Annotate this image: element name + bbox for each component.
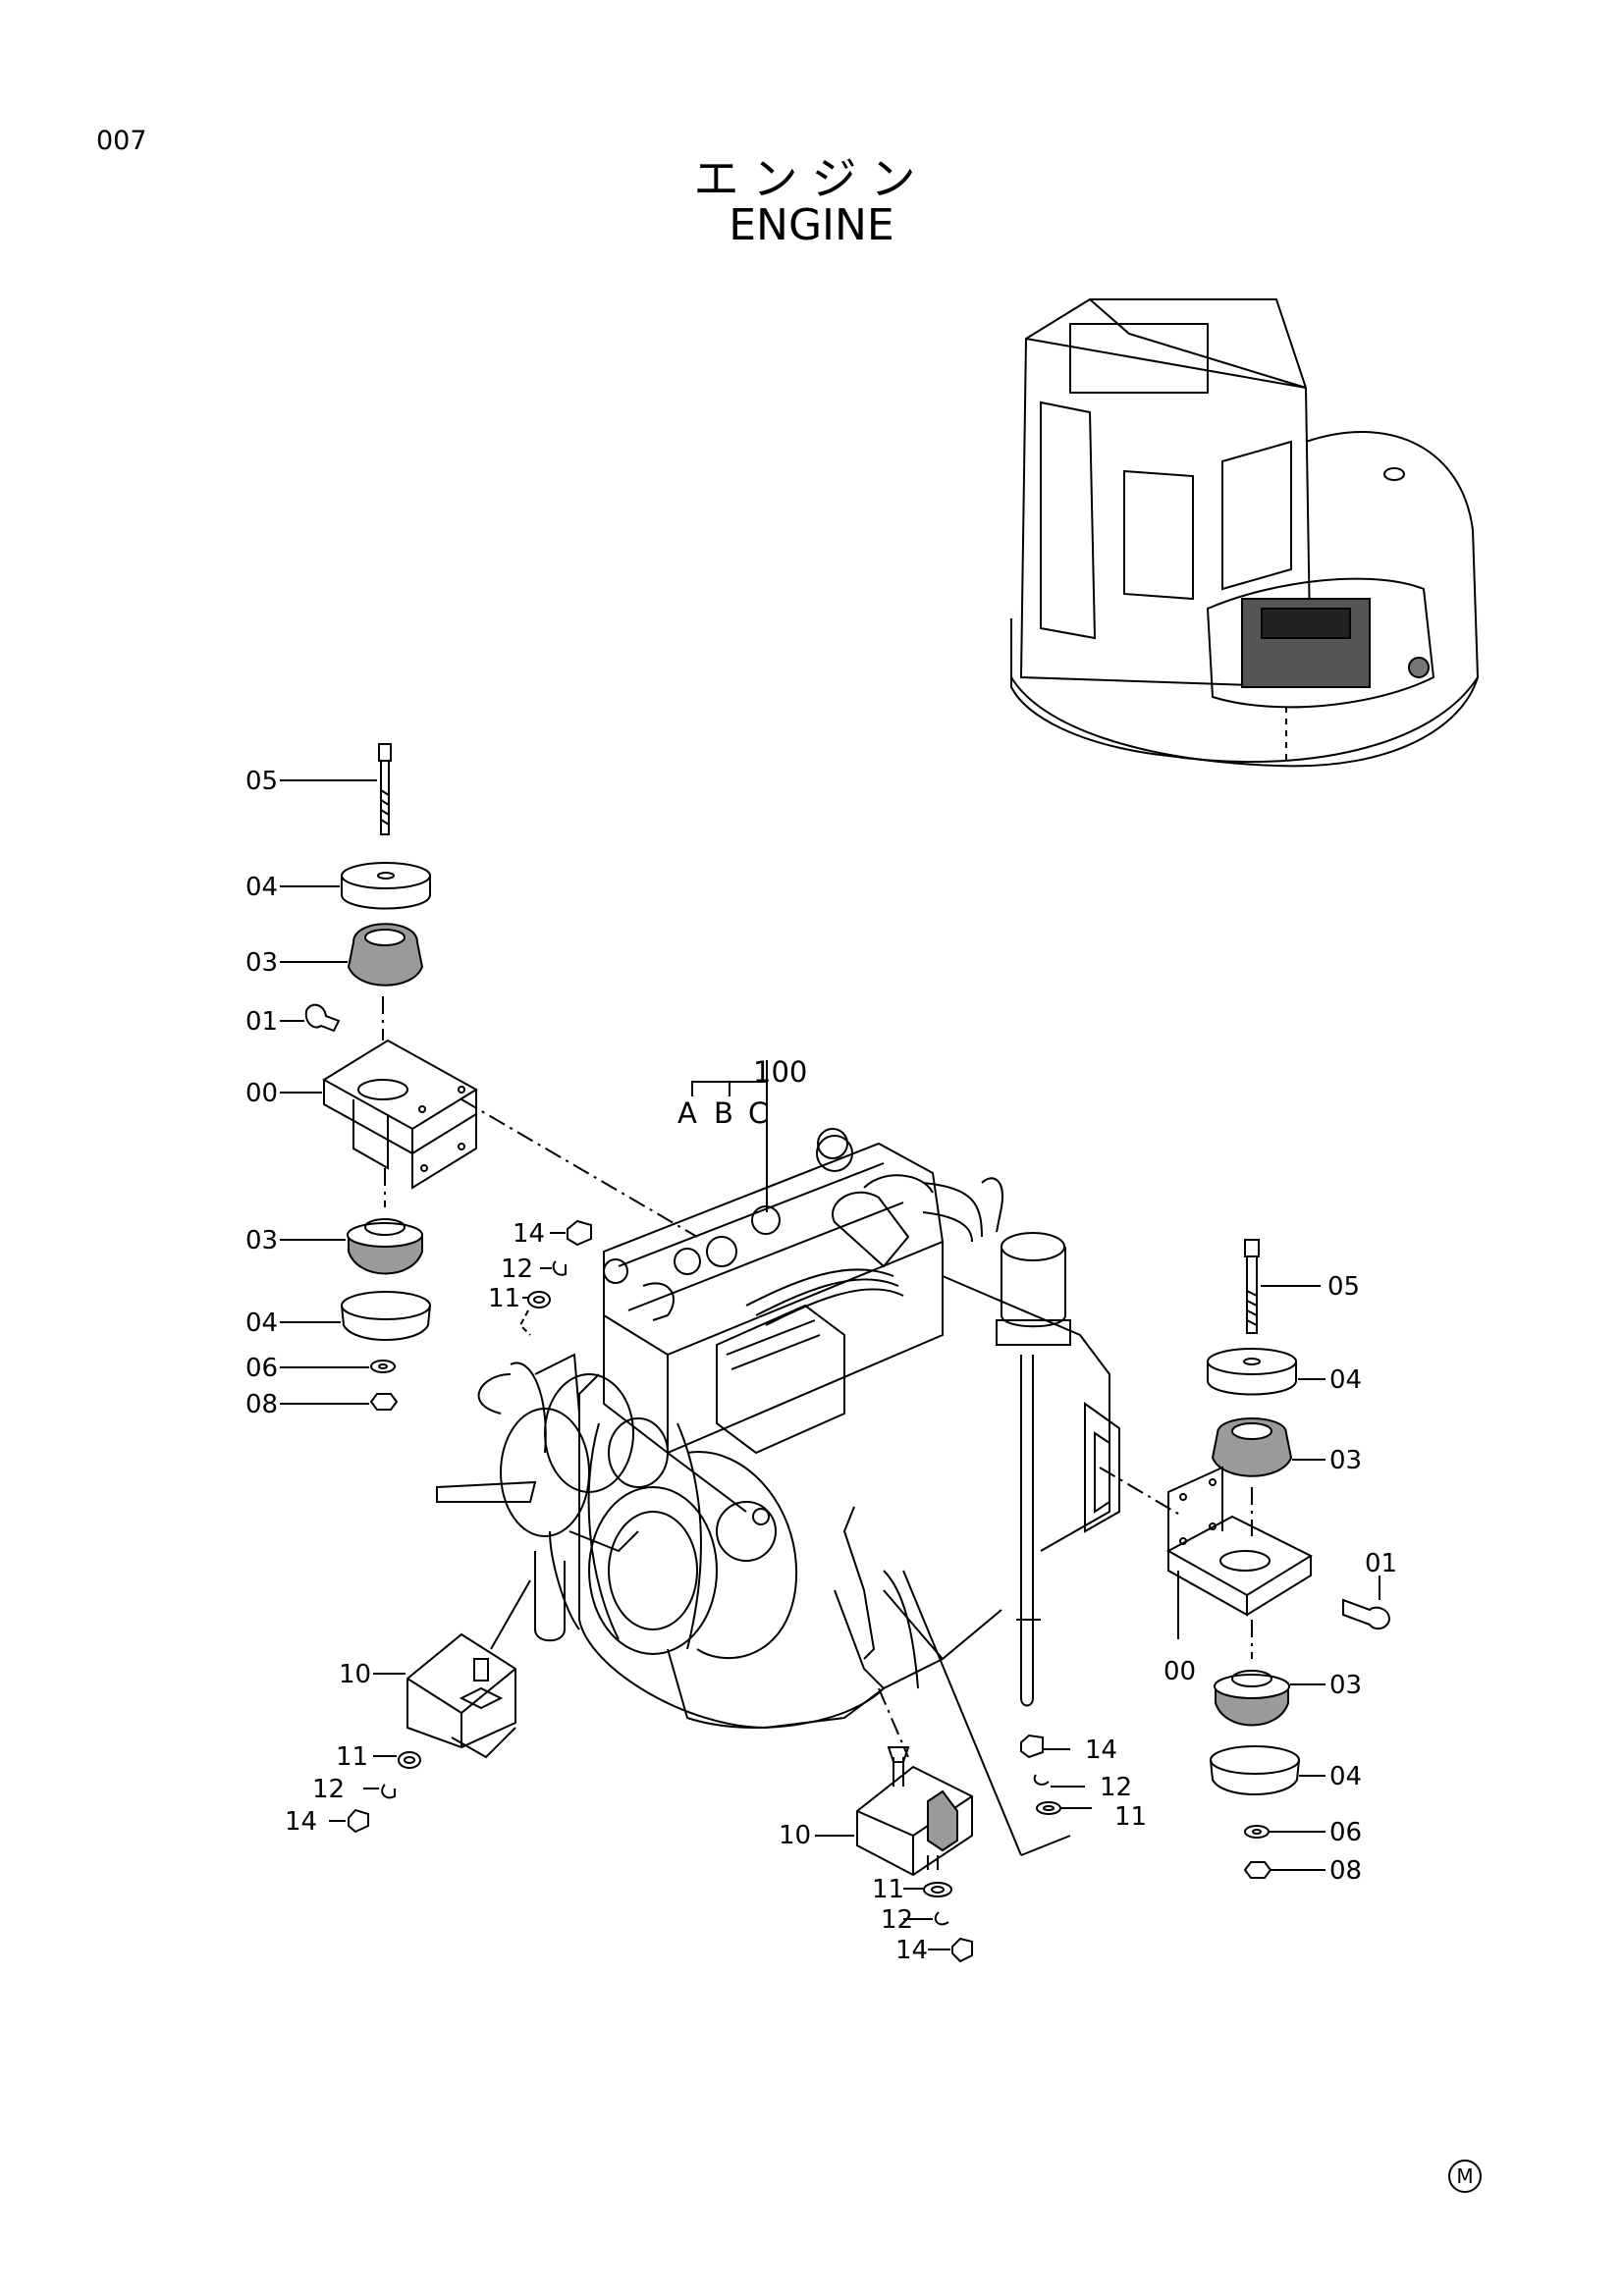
callout-06-left: 06 [245, 1354, 279, 1383]
callout-10-center: 10 [779, 1821, 812, 1850]
callout-01-left: 01 [245, 1007, 279, 1037]
callout-12-center: 12 [1100, 1773, 1133, 1802]
callout-04-right-bottom: 04 [1329, 1762, 1363, 1791]
callout-08-left: 08 [245, 1390, 279, 1419]
assembly-number-100: 100 [753, 1055, 808, 1089]
callout-14-left-bottom: 14 [285, 1807, 318, 1837]
center-bottom-mount [815, 1734, 1092, 1963]
callout-06-right: 06 [1329, 1818, 1363, 1847]
page-number: 007 [96, 126, 147, 156]
callout-12-center-bottom: 12 [881, 1905, 914, 1935]
callout-03-left-bottom: 03 [245, 1226, 279, 1255]
callout-03-right-top: 03 [1329, 1446, 1363, 1475]
excavator-overview [1010, 298, 1480, 768]
callout-14-top: 14 [513, 1219, 546, 1249]
callout-14-center: 14 [1085, 1735, 1118, 1765]
callout-12-left-bottom: 12 [312, 1775, 346, 1804]
callout-01-right: 01 [1365, 1549, 1398, 1578]
callout-03-left-top: 03 [245, 948, 279, 978]
callout-11-center: 11 [1114, 1802, 1148, 1832]
callout-11-top: 11 [488, 1284, 521, 1313]
callout-14-center-bottom: 14 [895, 1936, 929, 1965]
left-mount-parts [280, 743, 698, 1411]
callout-05-left: 05 [245, 767, 279, 796]
assembly-100-bracket [691, 1060, 768, 1212]
callout-12-top: 12 [501, 1255, 534, 1284]
callout-00-right: 00 [1163, 1657, 1197, 1686]
assembly-sub-b: B [714, 1096, 733, 1130]
callout-11-left-bottom: 11 [336, 1742, 369, 1772]
callout-05-right: 05 [1327, 1272, 1361, 1302]
callout-03-right-bottom: 03 [1329, 1671, 1363, 1700]
callout-00-left: 00 [245, 1079, 279, 1108]
callout-08-right: 08 [1329, 1856, 1363, 1886]
marker-symbol: M [1448, 2160, 1482, 2193]
callout-04-right-top: 04 [1329, 1365, 1363, 1395]
callout-04-left-bottom: 04 [245, 1308, 279, 1338]
assembly-sub-c: C [748, 1096, 769, 1130]
left-bottom-mount [329, 1632, 516, 1834]
top-small-parts [518, 1219, 592, 1336]
right-mount-parts [1165, 1239, 1391, 1879]
assembly-sub-a: A [677, 1096, 697, 1130]
engine-block [436, 1128, 1184, 1856]
callout-04-left-top: 04 [245, 873, 279, 902]
callout-11-center-bottom: 11 [872, 1875, 905, 1904]
callout-10-left: 10 [339, 1660, 372, 1689]
title-japanese: エンジン [693, 152, 930, 205]
title-english: ENGINE [729, 200, 894, 250]
